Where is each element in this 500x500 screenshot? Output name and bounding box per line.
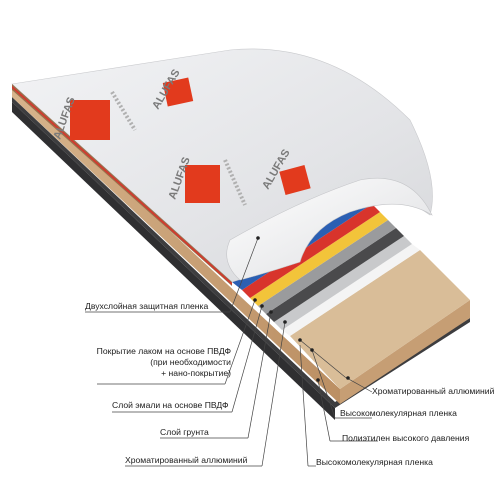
polyethylene-core-top xyxy=(290,250,470,389)
film-edge-red xyxy=(12,86,232,285)
label-high-molecular-film-lower: Высокомолекулярная пленка xyxy=(316,457,433,467)
label-high-pressure-polyethylene: Полиэтилен высокого давления xyxy=(342,433,470,443)
bottom-aluminium-edge xyxy=(12,102,335,420)
polyethylene-core-front xyxy=(340,300,470,404)
label-primer: Слой грунта xyxy=(160,427,209,437)
primer-layer xyxy=(258,220,396,314)
label-pvdf-lacquer-note-2: + нано-покрытие) xyxy=(161,368,231,378)
high-molecular-film-top xyxy=(282,244,420,336)
lacquer-layer-red xyxy=(242,204,380,298)
brand-stamp-3: ALUFAS xyxy=(167,156,247,206)
protective-film-fold xyxy=(226,177,433,281)
upper-aluminium-dark xyxy=(266,228,404,322)
polyethylene-core-side xyxy=(12,84,340,404)
leader-lines-left xyxy=(85,237,286,467)
label-pvdf-enamel: Слой эмали на основе ПВДФ xyxy=(112,400,229,410)
leader-dots-right xyxy=(298,338,350,382)
leader-dots-left xyxy=(253,236,287,324)
label-pvdf-lacquer: Покрытие лаком на основе ПВДФ xyxy=(96,346,231,356)
label-chromated-aluminium-top: Хроматированный аллюминий xyxy=(372,386,495,396)
label-chromated-aluminium-bottom: Хроматированный аллюминий xyxy=(125,455,248,465)
leader-lines-right xyxy=(299,339,378,467)
label-high-molecular-film-upper: Высокомолекулярная пленка xyxy=(340,408,457,418)
label-two-layer-protective-film: Двухслойная защитная пленка xyxy=(85,301,209,311)
upper-aluminium-layer xyxy=(274,236,412,330)
enamel-layer-yellow xyxy=(250,212,388,306)
label-pvdf-lacquer-note-1: (при необходимости xyxy=(150,357,231,367)
